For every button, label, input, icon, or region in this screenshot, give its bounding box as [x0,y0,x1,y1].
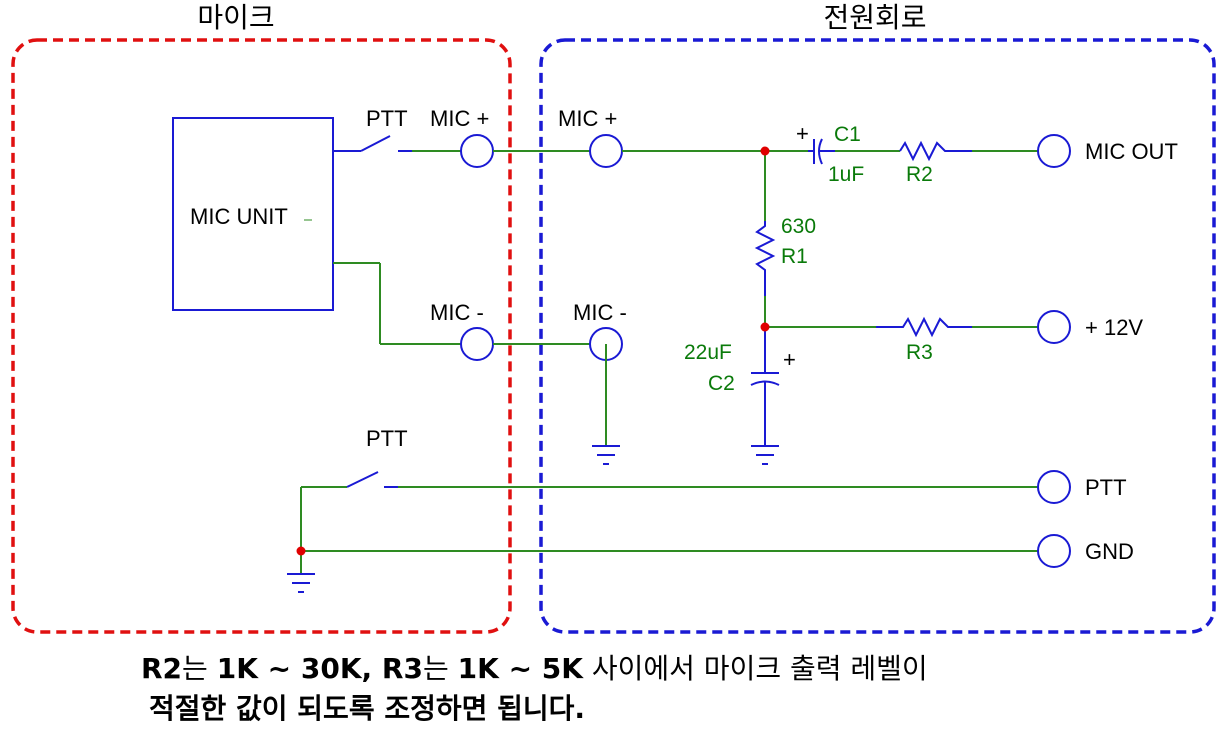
c1-label: C1 [834,123,861,146]
note-r3-range: 1K ~ 5K [458,652,585,685]
c2-polarity: + [783,347,796,372]
c1-value: 1uF [828,163,864,186]
mic-minus-left-label: MIC - [430,300,484,325]
power-section-border [539,38,1216,634]
mic-minus-right-label: MIC - [573,300,627,325]
r2-resistor [899,140,972,162]
ground-symbol-left [287,573,315,593]
junction-node-gnd [296,546,306,556]
ptt-out-label: PTT [1085,475,1127,500]
mic-unit-label: MIC UNIT [190,204,288,229]
note-r2-term: R2 [141,652,182,685]
mic-plus-right-jack [589,134,623,168]
ptt-switch-bottom-blade [346,471,379,488]
c1-polarity: + [796,121,809,146]
ptt-switch-bottom-label: PTT [366,426,408,451]
junction-node-r1-c2 [760,322,770,332]
r3-resistor [876,316,972,338]
note-particle-1: 는 [182,652,217,685]
mic-plus-left-jack [460,134,494,168]
c2-label: C2 [708,372,735,395]
note-separator: , [362,652,382,685]
mic-section-title: 마이크 [197,1,274,34]
plus-12v-label: + 12V [1085,315,1143,340]
mic-out-jack [1037,134,1071,168]
mic-unit-box [172,117,334,311]
mic-out-label: MIC OUT [1085,139,1178,164]
mic-plus-right-label: MIC + [558,106,617,131]
mic-plus-left-label: MIC + [430,106,489,131]
r1-resistor [754,221,776,296]
r1-value: 630 [781,215,816,238]
note-rest: 사이에서 마이크 출력 레벨이 [583,652,928,685]
r1-label: R1 [781,245,808,268]
adjustment-note-line2: 적절한 값이 되도록 조정하면 됩니다. [149,692,585,725]
ptt-switch-top-label: PTT [366,106,408,131]
adjustment-note-line1: R2는 1K ~ 30K, R3는 1K ~ 5K 사이에서 마이크 출력 레벨… [141,652,928,685]
r3-label: R3 [906,341,933,364]
gnd-out-label: GND [1085,539,1134,564]
note-r3-term: R3 [382,652,423,685]
ptt-switch-top-blade [360,135,391,152]
power-section-title: 전원회로 [823,1,926,34]
mic-minus-left-jack [460,327,494,361]
ground-symbol-c2 [751,445,779,465]
ground-symbol-mic-minus [592,445,620,465]
note-particle-2: 는 [423,652,458,685]
ptt-out-jack [1037,470,1071,504]
note-r2-range: 1K ~ 30K [217,652,363,685]
mic-section-border [11,38,512,634]
gnd-out-jack [1037,534,1071,568]
r2-label: R2 [906,163,933,186]
c2-value: 22uF [684,341,732,364]
junction-node-mic-plus [760,146,770,156]
plus-12v-jack [1037,310,1071,344]
